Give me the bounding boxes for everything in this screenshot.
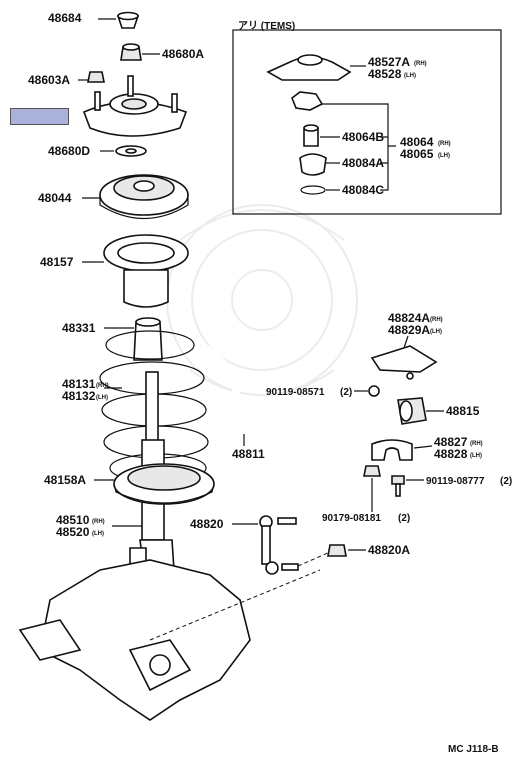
- label-48684: 48684: [48, 11, 82, 25]
- label-48528: 48528: [368, 67, 402, 81]
- watermark-emblem: [166, 204, 358, 396]
- label-lh: (LH): [430, 329, 442, 335]
- label-rh: (RH): [438, 141, 451, 147]
- label-48520: 48520: [56, 525, 90, 539]
- label-48065: 48065: [400, 147, 434, 161]
- label-48603A: 48603A: [28, 73, 70, 87]
- label-48132: 48132: [62, 389, 96, 403]
- part-upper-mount[interactable]: [82, 75, 188, 137]
- label-48158A: 48158A: [44, 473, 86, 487]
- steering-knuckle: [18, 559, 321, 721]
- part-48158A-lower-seat[interactable]: [113, 463, 215, 505]
- label-48064: 48064: [400, 135, 434, 149]
- part-48084A[interactable]: [299, 153, 327, 176]
- label-rh: (RH): [470, 441, 483, 447]
- label-48829A: 48829A: [388, 323, 430, 337]
- part-48684-cap[interactable]: [116, 11, 140, 29]
- part-48827-bracket[interactable]: [371, 439, 413, 461]
- part-48820-stabilizer-link[interactable]: [259, 515, 299, 575]
- inset-title: アリ (TEMS): [238, 20, 295, 32]
- label-90179-08181-qty: (2): [398, 513, 410, 524]
- highlight-box[interactable]: [10, 108, 69, 125]
- part-labels: 48684 48680A 48603A 48680D 48044 48157 4…: [28, 11, 512, 755]
- label-lh: (LH): [438, 153, 450, 159]
- label-48044: 48044: [38, 191, 72, 205]
- part-48331-bump-stopper[interactable]: [133, 317, 163, 361]
- label-lh: (LH): [96, 395, 108, 401]
- label-lh: (LH): [92, 531, 104, 537]
- label-48820: 48820: [190, 517, 224, 531]
- label-rh: (RH): [92, 519, 105, 525]
- part-48064B[interactable]: [303, 124, 319, 147]
- part-90179-08181-nut[interactable]: [363, 465, 381, 477]
- label-48510: 48510: [56, 513, 90, 527]
- part-48680D-washer[interactable]: [115, 145, 147, 157]
- part-48811-stabilizer-bar[interactable]: [198, 341, 360, 514]
- label-48157: 48157: [40, 255, 74, 269]
- label-48084C: 48084C: [342, 183, 384, 197]
- label-48811: 48811: [232, 447, 265, 461]
- inset-tems-box: [232, 29, 502, 215]
- part-90119-08777-bolt[interactable]: [391, 475, 405, 497]
- label-48680A: 48680A: [162, 47, 204, 61]
- label-lh: (LH): [470, 453, 482, 459]
- label-48331: 48331: [62, 321, 96, 335]
- label-90119-08777-qty: (2): [500, 476, 512, 487]
- label-90119-08571: 90119-08571: [266, 387, 325, 398]
- part-90119-08571-bolt[interactable]: [368, 385, 380, 397]
- part-48815-bushing[interactable]: [397, 397, 427, 425]
- label-48064B: 48064B: [342, 130, 384, 144]
- footer-code: MC J118-B: [448, 744, 499, 755]
- label-48820A: 48820A: [368, 543, 410, 557]
- part-48527A-mount[interactable]: [266, 54, 352, 81]
- part-48157-insulator[interactable]: [103, 234, 189, 308]
- label-48131: 48131: [62, 377, 96, 391]
- label-lh: (LH): [404, 73, 416, 79]
- label-48527A: 48527A: [368, 55, 410, 69]
- label-48828: 48828: [434, 447, 468, 461]
- part-48680A-nut[interactable]: [120, 43, 142, 61]
- label-rh: (RH): [96, 383, 109, 389]
- label-48827: 48827: [434, 435, 468, 449]
- part-48820A-nut[interactable]: [327, 544, 347, 557]
- label-48815: 48815: [446, 404, 480, 418]
- part-48603A-nut[interactable]: [87, 71, 105, 83]
- part-48084C-ring[interactable]: [300, 185, 326, 195]
- tems-actuator-bracket: [291, 91, 324, 111]
- label-48680D: 48680D: [48, 144, 90, 158]
- part-48824A-bracket[interactable]: [370, 345, 438, 380]
- label-rh: (RH): [414, 61, 427, 67]
- label-48084A: 48084A: [342, 156, 384, 170]
- label-rh: (RH): [430, 317, 443, 323]
- part-48044-spring-seat[interactable]: [99, 174, 189, 220]
- label-90119-08777: 90119-08777: [426, 476, 485, 487]
- label-90119-08571-qty: (2): [340, 387, 352, 398]
- label-48824A: 48824A: [388, 311, 430, 325]
- label-90179-08181: 90179-08181: [322, 513, 381, 524]
